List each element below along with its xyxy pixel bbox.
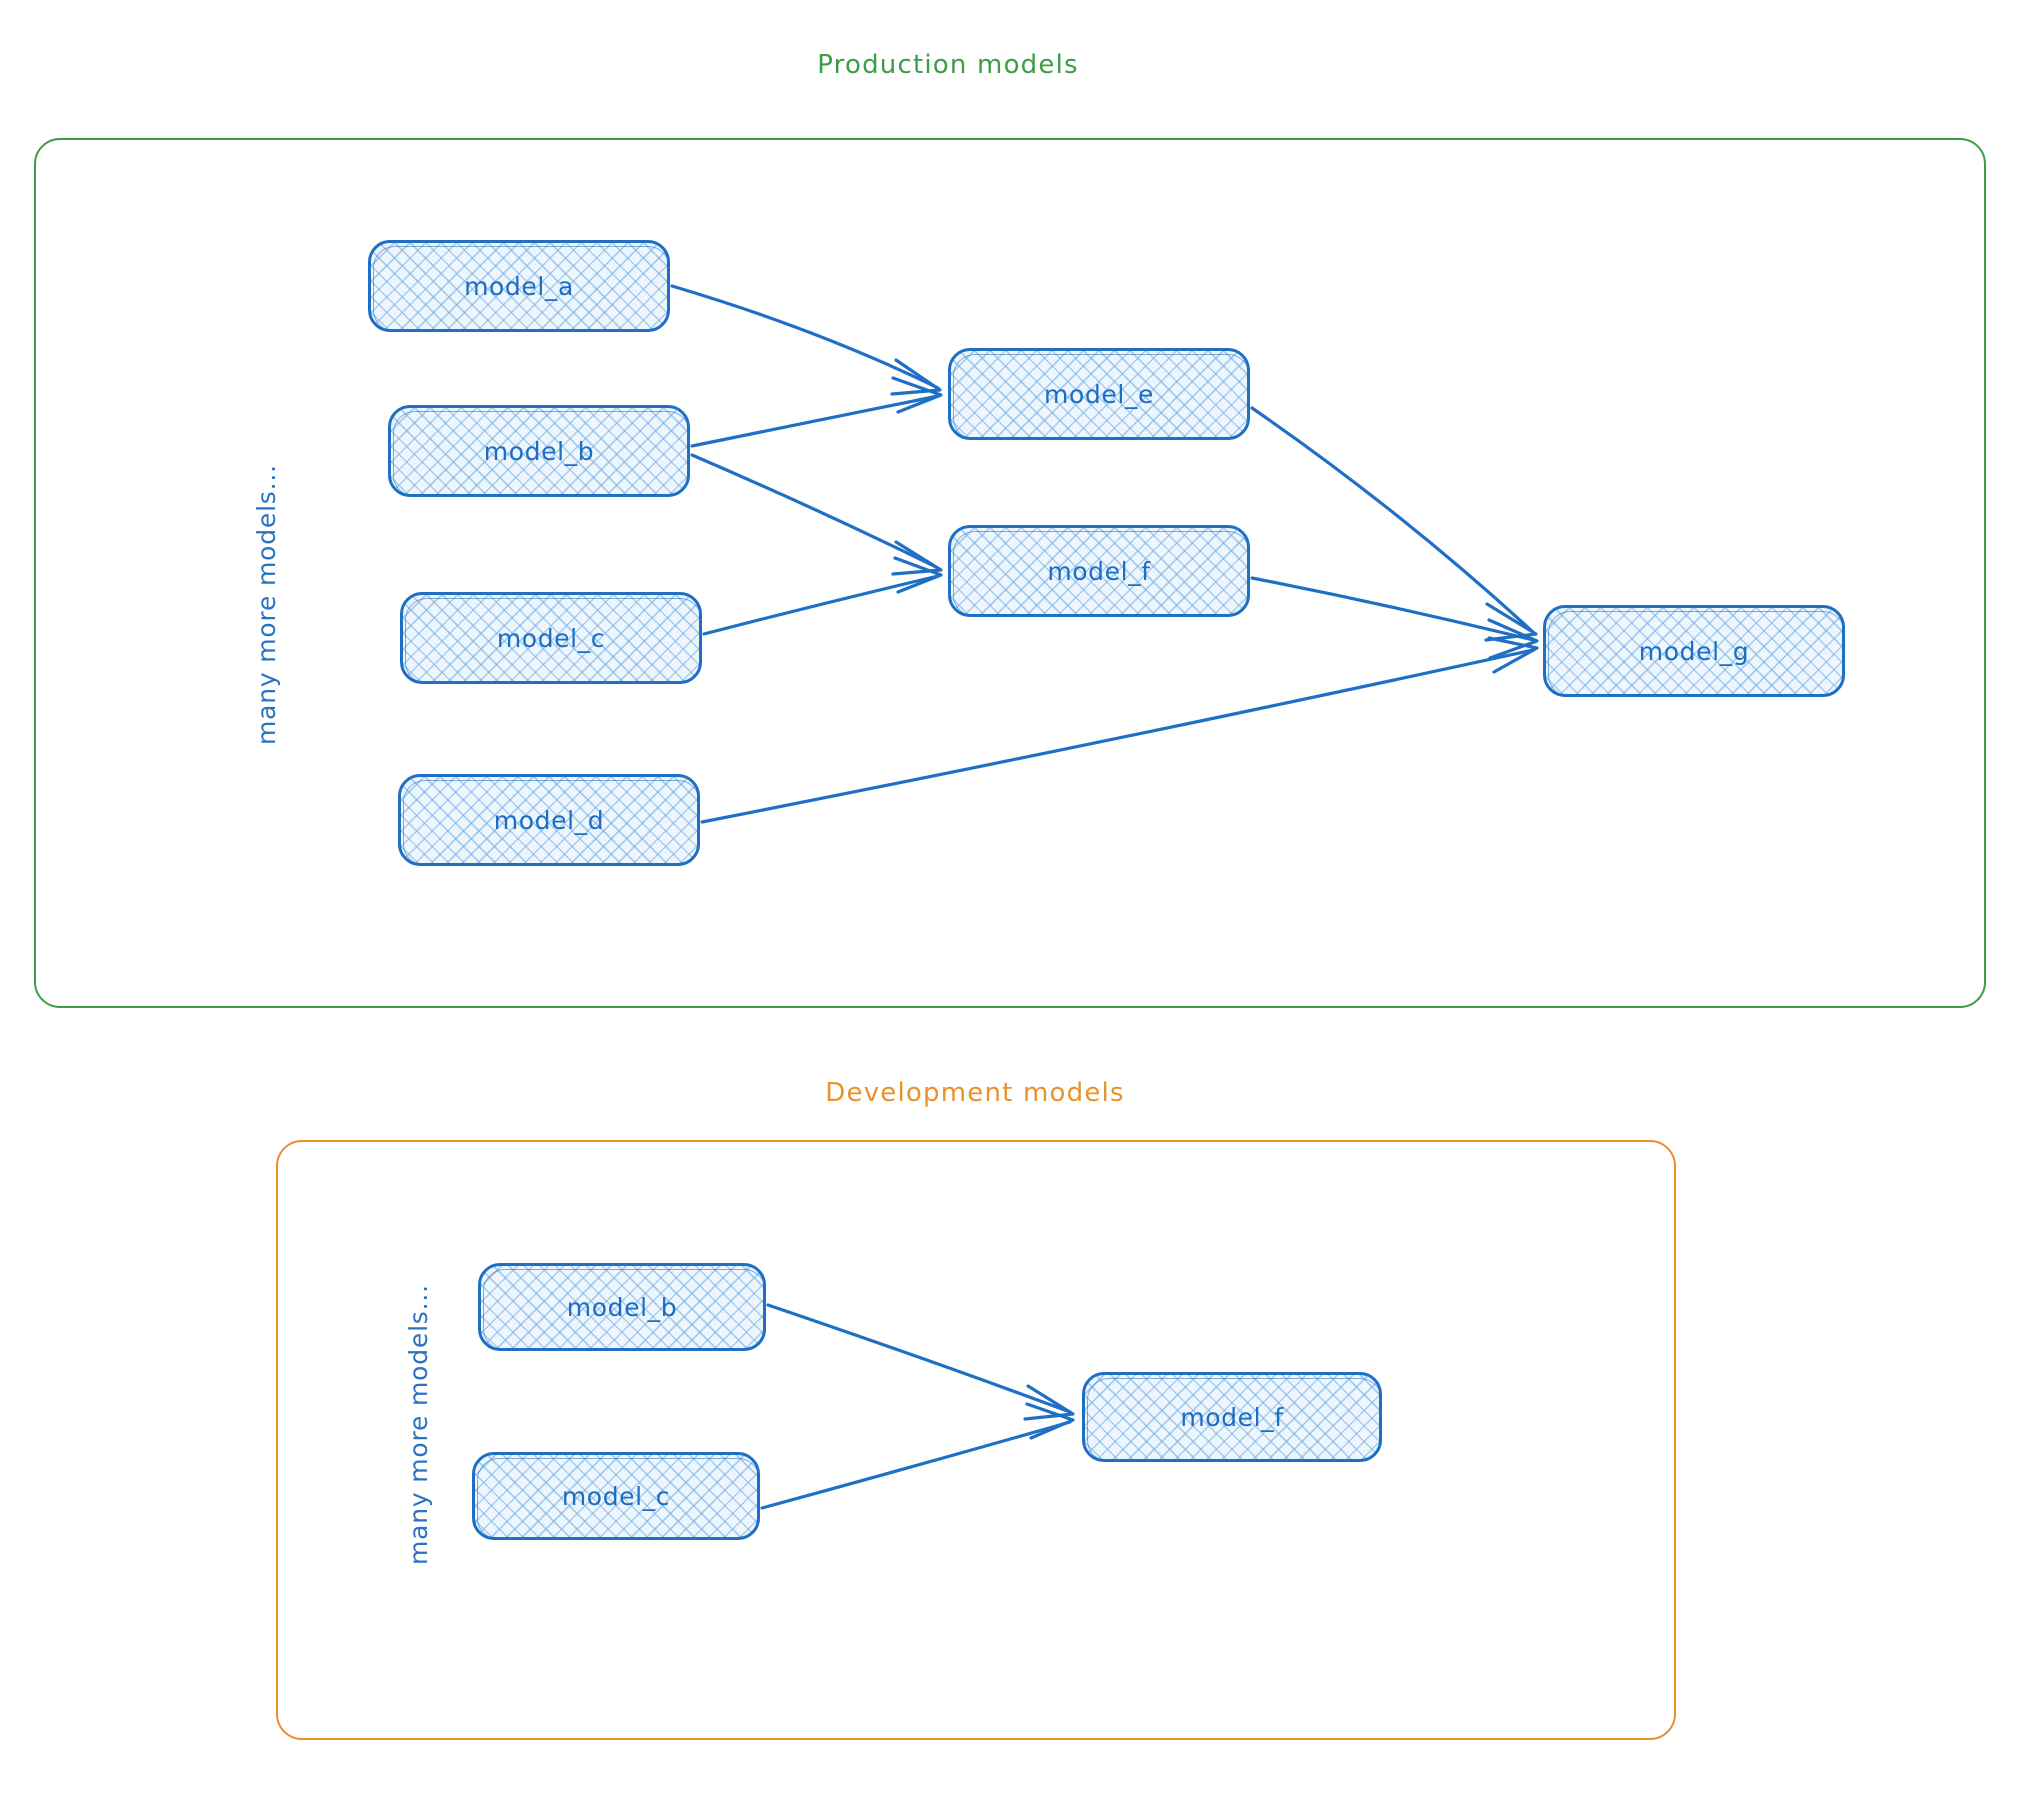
node-dev-model-c[interactable]: model_c — [472, 1452, 760, 1540]
node-model-e[interactable]: model_e — [948, 348, 1250, 440]
node-model-d[interactable]: model_d — [398, 774, 700, 866]
node-model-b-label: model_b — [483, 436, 595, 466]
node-model-g-label: model_g — [1638, 636, 1750, 666]
development-group-box — [276, 1140, 1676, 1740]
node-dev-model-f-label: model_f — [1180, 1402, 1284, 1432]
development-many-more-models-label: many more models... — [404, 1284, 433, 1565]
development-group-title: Development models — [825, 1078, 1125, 1108]
node-model-f-label: model_f — [1047, 556, 1151, 586]
node-model-f[interactable]: model_f — [948, 525, 1250, 617]
node-dev-model-b-label: model_b — [566, 1292, 678, 1322]
node-dev-model-b[interactable]: model_b — [478, 1263, 766, 1351]
node-model-c-label: model_c — [496, 623, 606, 653]
node-model-g[interactable]: model_g — [1543, 605, 1845, 697]
node-model-b[interactable]: model_b — [388, 405, 690, 497]
production-many-more-models-label: many more models... — [252, 464, 281, 745]
node-model-c[interactable]: model_c — [400, 592, 702, 684]
production-group-title: Production models — [817, 50, 1079, 80]
node-dev-model-c-label: model_c — [561, 1481, 671, 1511]
node-model-a[interactable]: model_a — [368, 240, 670, 332]
node-model-d-label: model_d — [493, 805, 605, 835]
production-group-box — [34, 138, 1986, 1008]
node-model-a-label: model_a — [464, 271, 574, 301]
node-dev-model-f[interactable]: model_f — [1082, 1372, 1382, 1462]
node-model-e-label: model_e — [1044, 379, 1154, 409]
